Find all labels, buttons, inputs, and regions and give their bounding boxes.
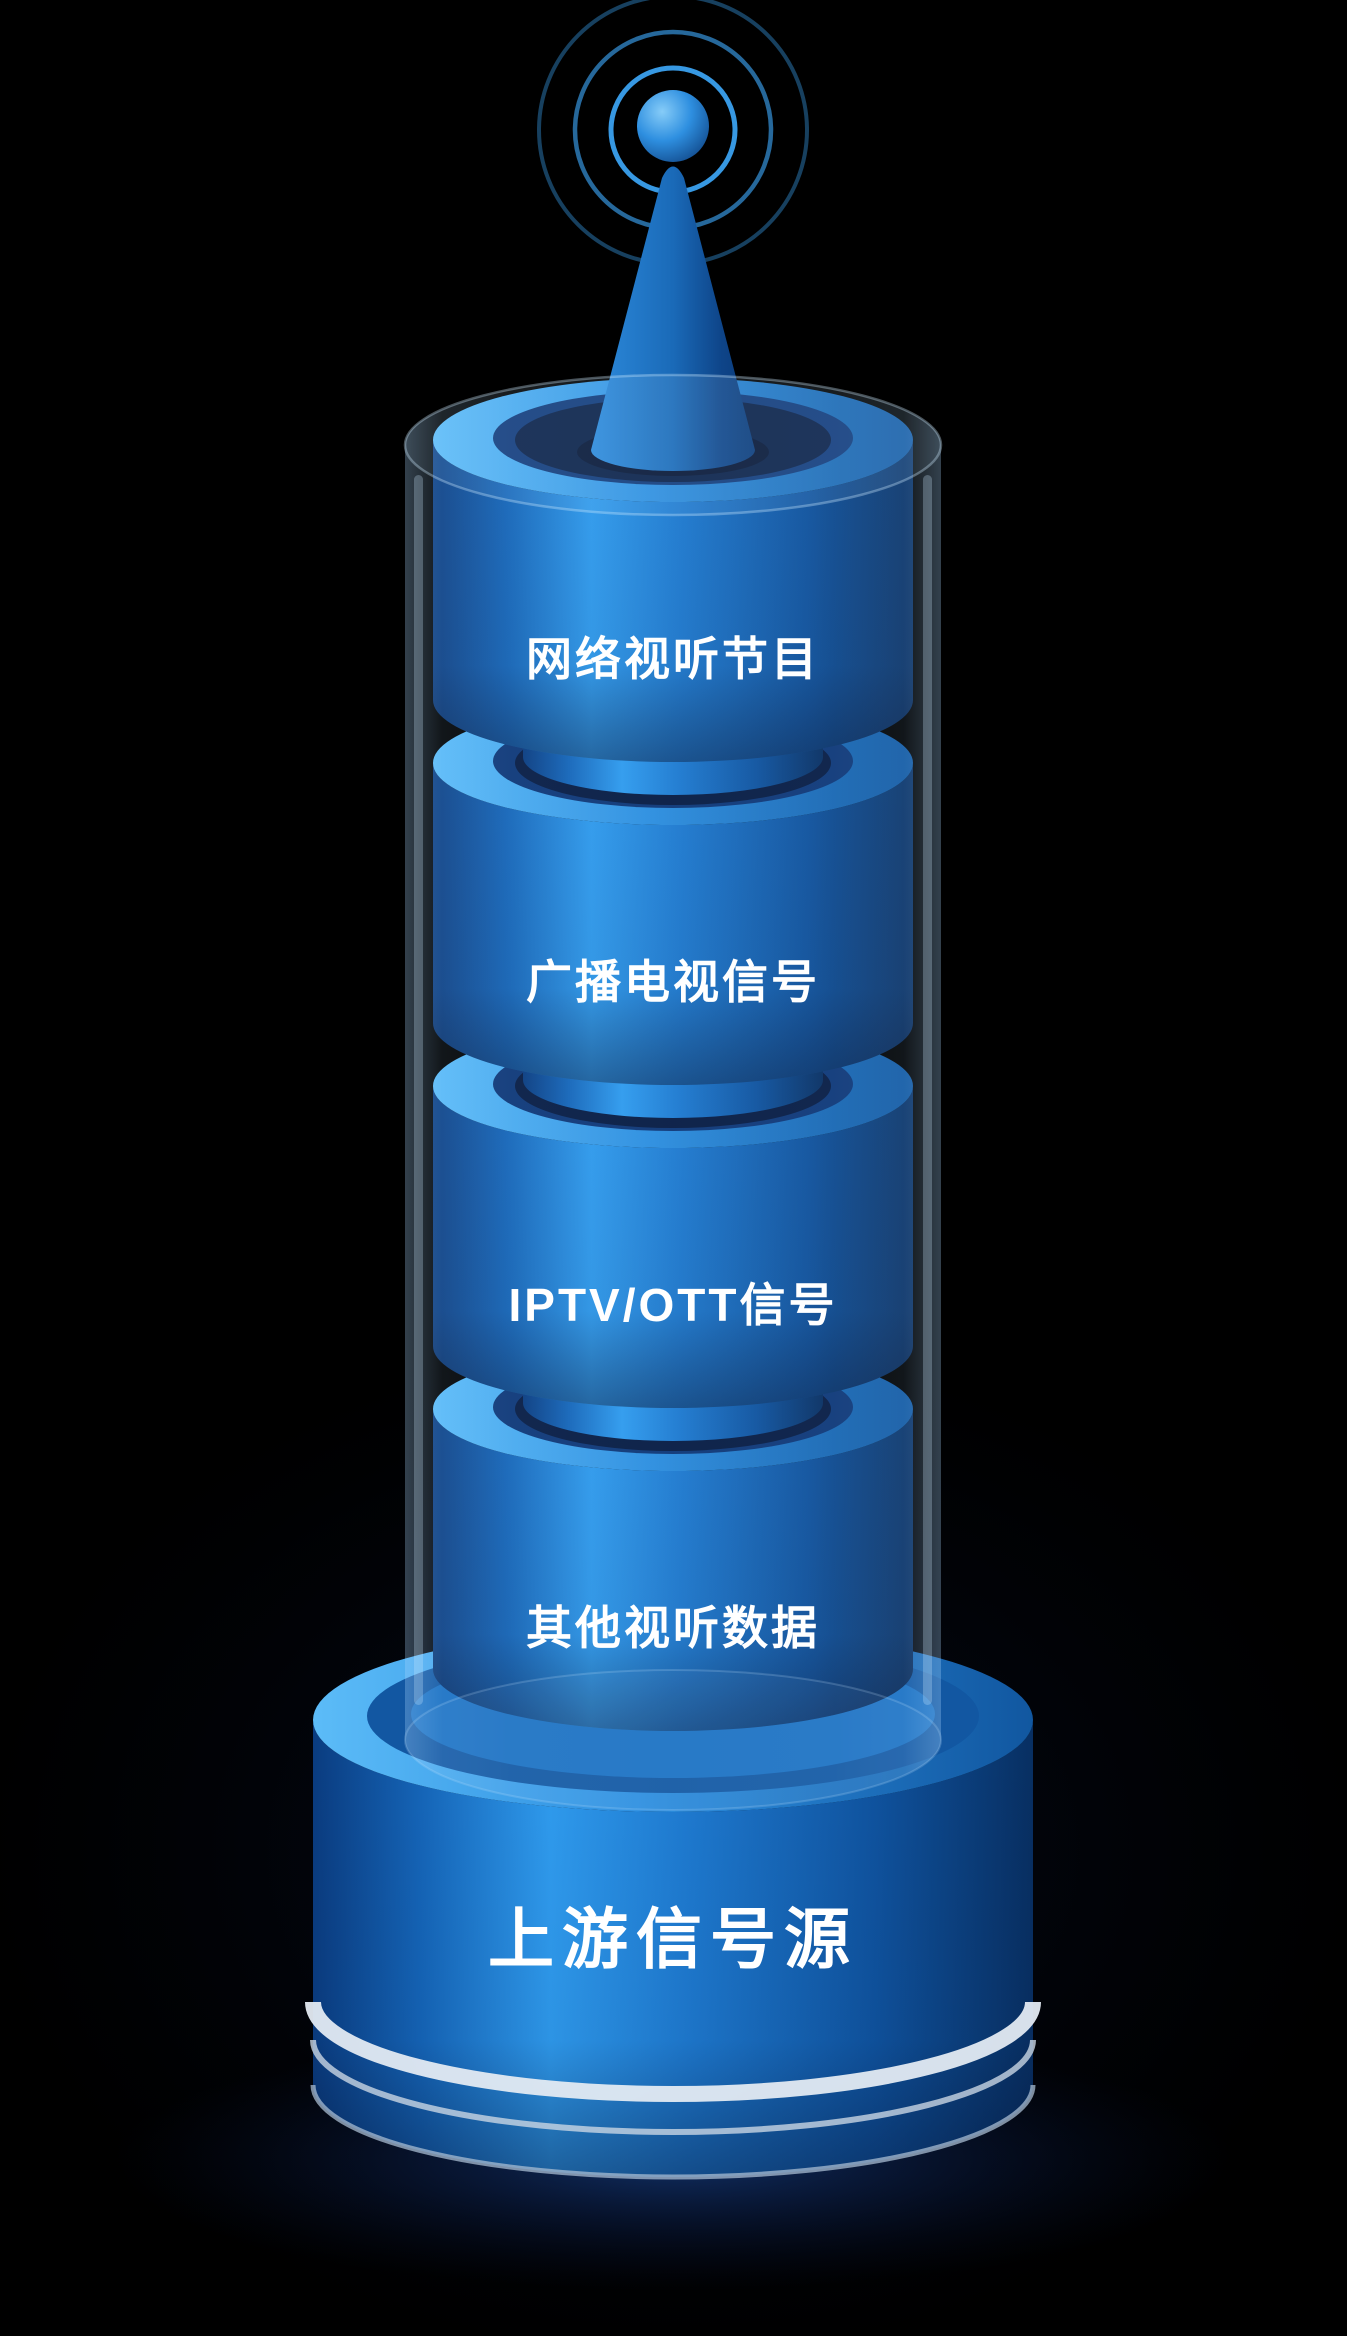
tube-bottom-rim <box>404 1669 942 1811</box>
tube-highlight-right <box>923 475 932 1705</box>
labels: 网络视听节目 广播电视信号 IPTV/OTT信号 其他视听数据 上游信号源 <box>488 633 858 1976</box>
base-thin-ring <box>310 2039 1036 2135</box>
glass-tube <box>403 373 943 1811</box>
tube-top-rim <box>403 373 943 517</box>
segment-2-label: 广播电视信号 <box>526 956 820 1008</box>
segment-1-label: 网络视听节目 <box>526 633 820 685</box>
base-bottom-rim <box>310 2084 1036 2180</box>
antenna-ball <box>637 90 709 162</box>
base-body-shade <box>313 1720 1033 2177</box>
tube-body <box>405 375 941 1810</box>
tube-highlight-left <box>414 475 423 1705</box>
segment-3-label: IPTV/OTT信号 <box>509 1279 838 1331</box>
base-label: 上游信号源 <box>488 1902 858 1976</box>
segment-4-label: 其他视听数据 <box>526 1602 820 1654</box>
base-silver-band <box>305 2001 1041 2102</box>
